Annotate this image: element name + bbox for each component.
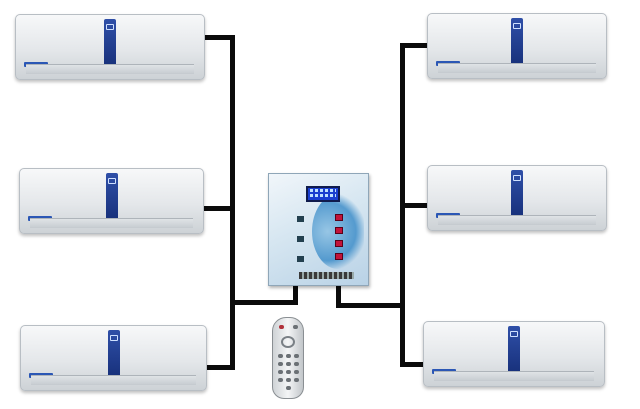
controller-red-key[interactable]: [335, 214, 343, 221]
ac-display-panel: [104, 19, 116, 67]
ac-unit-bottom-right[interactable]: [423, 321, 605, 387]
remote-control-icon[interactable]: [272, 317, 304, 399]
remote-power-button[interactable]: [279, 325, 284, 329]
ac-air-vent: [31, 375, 196, 385]
wire-left-bus: [230, 35, 235, 370]
controller-lcd-display: [306, 186, 340, 202]
wire-right-feed-drop: [336, 279, 341, 308]
controller-key[interactable]: [297, 236, 304, 242]
ac-temperature-display: [109, 335, 118, 341]
ac-air-vent: [434, 371, 594, 381]
remote-button[interactable]: [286, 362, 291, 366]
ac-temperature-display: [106, 24, 114, 30]
lcd-text-line: [310, 189, 336, 192]
controller-red-key[interactable]: [335, 253, 343, 260]
remote-button[interactable]: [294, 370, 299, 374]
ac-temperature-display: [107, 178, 116, 184]
remote-button[interactable]: [278, 362, 283, 366]
ac-air-vent: [438, 215, 596, 225]
lcd-text-line: [310, 194, 336, 197]
ac-air-vent: [26, 64, 194, 74]
remote-button[interactable]: [294, 362, 299, 366]
wire-left-feed: [230, 300, 296, 305]
controller-key[interactable]: [297, 256, 304, 262]
wire-left-feed-drop: [293, 279, 298, 305]
remote-button[interactable]: [286, 370, 291, 374]
remote-button[interactable]: [286, 386, 291, 390]
controller-red-key[interactable]: [335, 240, 343, 247]
remote-button[interactable]: [294, 378, 299, 382]
wire-top-right-stub: [400, 43, 430, 48]
remote-button[interactable]: [286, 378, 291, 382]
wire-top-left-stub: [205, 35, 235, 40]
remote-button[interactable]: [278, 378, 283, 382]
remote-button[interactable]: [286, 354, 291, 358]
ac-display-panel: [508, 326, 520, 374]
wire-right-feed: [336, 303, 405, 308]
ac-unit-top-left[interactable]: [15, 14, 205, 80]
remote-button[interactable]: [294, 354, 299, 358]
wire-bottom-left-stub: [202, 365, 235, 370]
controller-red-key[interactable]: [335, 227, 343, 234]
ac-temperature-display: [510, 331, 518, 337]
ac-display-panel: [511, 170, 523, 218]
central-controller: [268, 173, 369, 286]
ac-unit-middle-left[interactable]: [19, 168, 204, 234]
ac-display-panel: [511, 18, 523, 66]
ac-unit-top-right[interactable]: [427, 13, 607, 79]
wire-middle-left-stub: [200, 206, 235, 211]
ac-temperature-display: [513, 23, 521, 29]
remote-button[interactable]: [278, 370, 283, 374]
wire-middle-right-stub: [400, 203, 430, 208]
remote-button[interactable]: [278, 354, 283, 358]
ac-temperature-display: [513, 175, 521, 181]
controller-key[interactable]: [297, 216, 304, 222]
ac-unit-bottom-left[interactable]: [20, 325, 207, 391]
remote-navigation-ring[interactable]: [281, 336, 295, 348]
wire-bottom-right-stub: [400, 362, 428, 367]
ac-unit-middle-right[interactable]: [427, 165, 607, 231]
ac-display-panel: [105, 173, 118, 221]
ac-display-panel: [107, 330, 120, 378]
controller-terminal-block: [299, 272, 354, 279]
remote-button[interactable]: [293, 325, 298, 329]
ac-air-vent: [438, 63, 596, 73]
ac-air-vent: [30, 218, 193, 228]
